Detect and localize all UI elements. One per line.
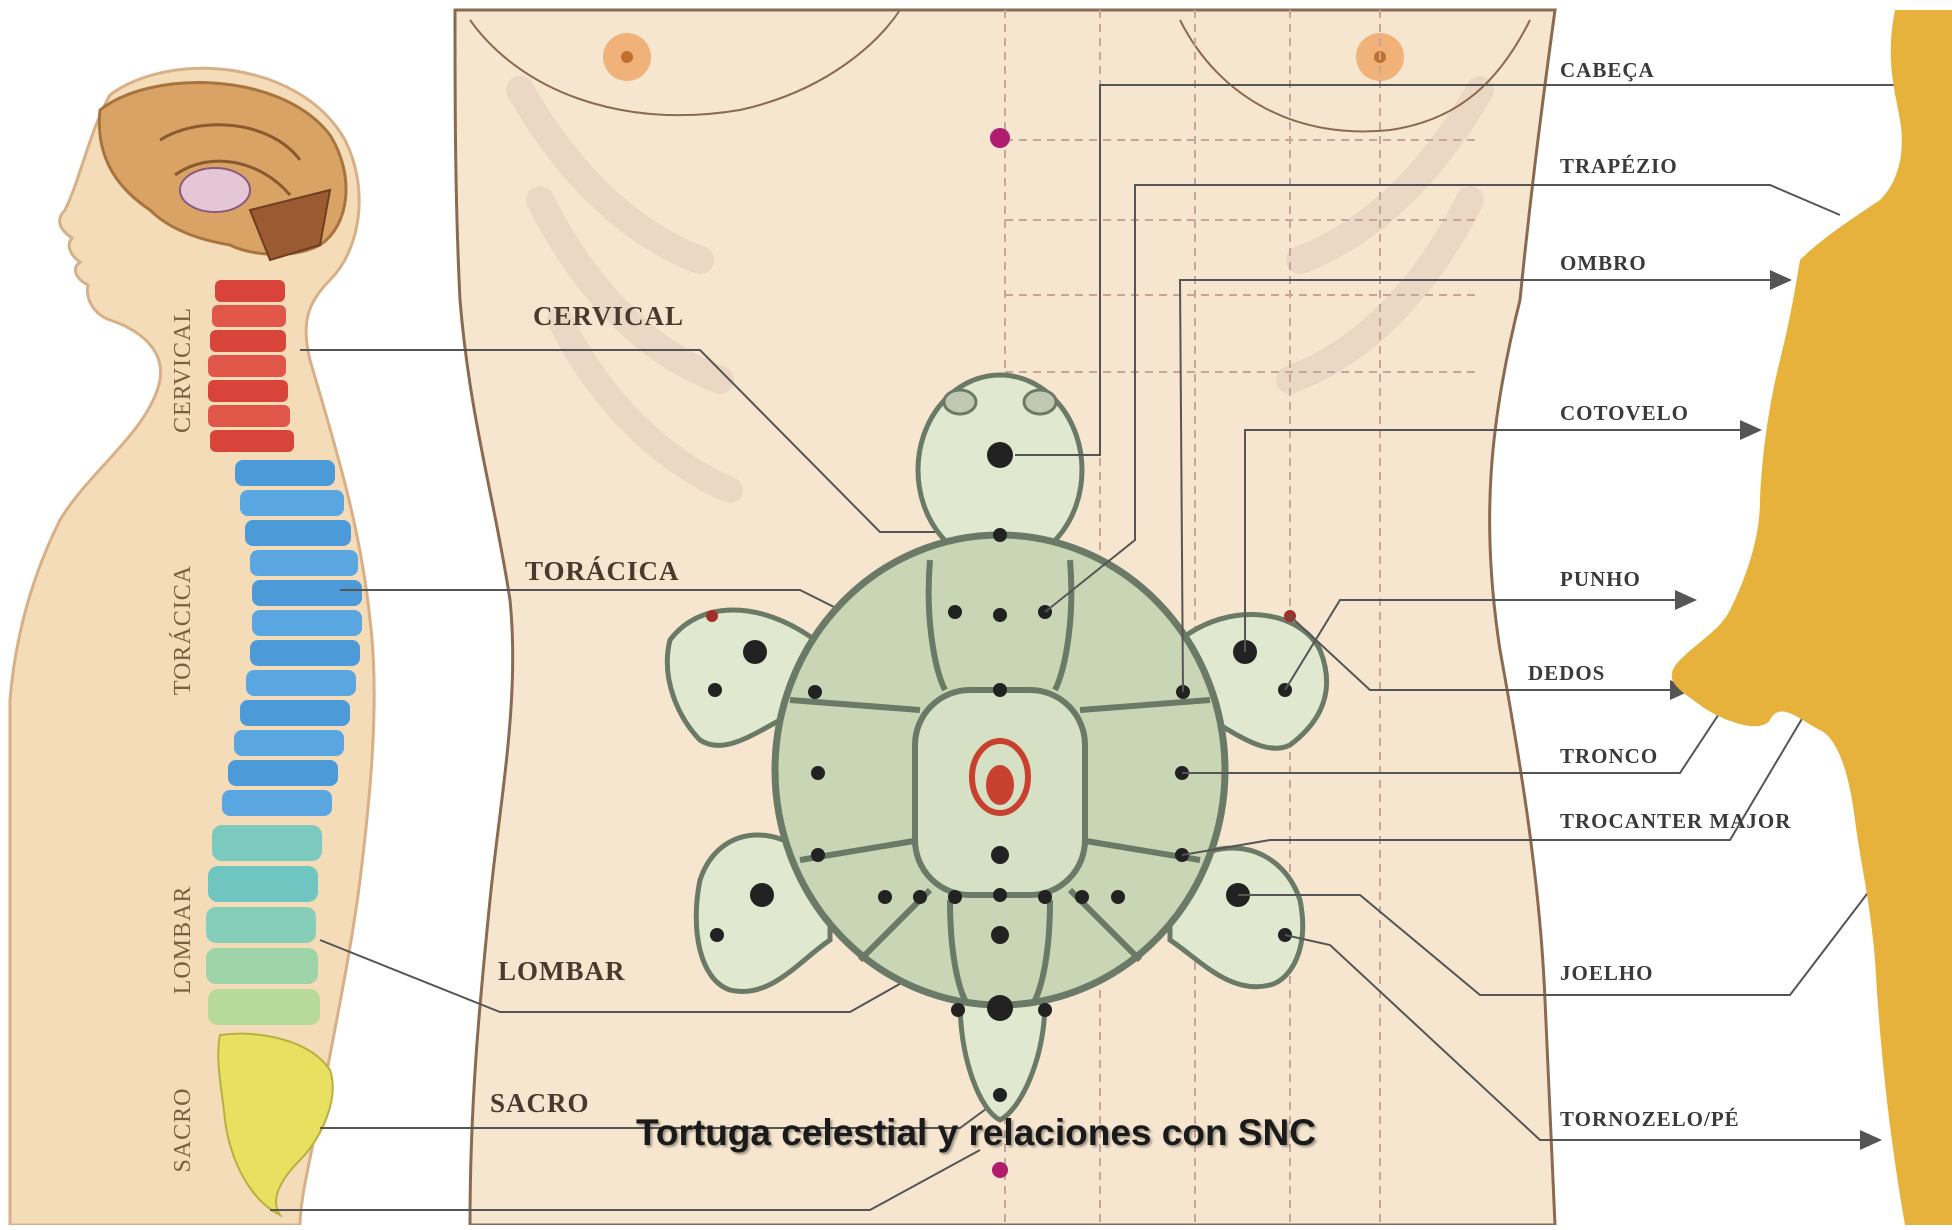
body-part-trapezio: TRAPÉZIO — [1560, 154, 1678, 178]
region-label-sacro: SACRO — [490, 1088, 590, 1118]
diagram-caption: Tortuga celestial y relaciones con SNC — [636, 1112, 1316, 1153]
turtle-tail — [957, 997, 1048, 1123]
turtle-back-right-flipper — [1167, 845, 1306, 990]
body-part-dedos: DEDOS — [1528, 661, 1605, 685]
thoracic-vertebrae — [222, 460, 362, 816]
sacrum — [217, 1032, 334, 1218]
spine-label-sacro: SACRO — [170, 1087, 196, 1172]
spine-label-lombar: LOMBAR — [170, 886, 196, 995]
body-part-cabeca: CABEÇA — [1560, 58, 1655, 82]
body-part-joelho: JOELHO — [1560, 961, 1654, 985]
top-point — [990, 128, 1010, 148]
body-part-punho: PUNHO — [1560, 567, 1641, 591]
spine-label-cervical: CERVICAL — [170, 307, 196, 433]
turtle — [664, 372, 1330, 1123]
body-part-trocanter-major: TROCANTER MAJOR — [1560, 809, 1791, 833]
region-label-lombar: LOMBAR — [498, 956, 626, 986]
cervical-vertebrae — [208, 280, 294, 452]
cerebellum — [248, 188, 332, 262]
body-part-tornozelo-pe: TORNOZELO/PÉ — [1560, 1107, 1740, 1131]
spine-label-toracica: TORÁCICA — [170, 565, 196, 695]
lumbar-vertebrae — [206, 825, 322, 1025]
body-silhouette — [1671, 10, 1952, 1225]
region-label-cervical: CERVICAL — [533, 301, 684, 331]
body-part-cotovelo: COTOVELO — [1560, 401, 1689, 425]
body-part-connectors — [1015, 75, 1917, 1150]
acupoints — [708, 442, 1292, 1102]
region-label-toracica: TORÁCICA — [525, 556, 680, 586]
human-profile: CERVICAL TORÁCICA LOMBAR SACRO — [8, 66, 376, 1227]
body-part-ombro: OMBRO — [1560, 251, 1647, 275]
body-part-tronco: TRONCO — [1560, 744, 1658, 768]
